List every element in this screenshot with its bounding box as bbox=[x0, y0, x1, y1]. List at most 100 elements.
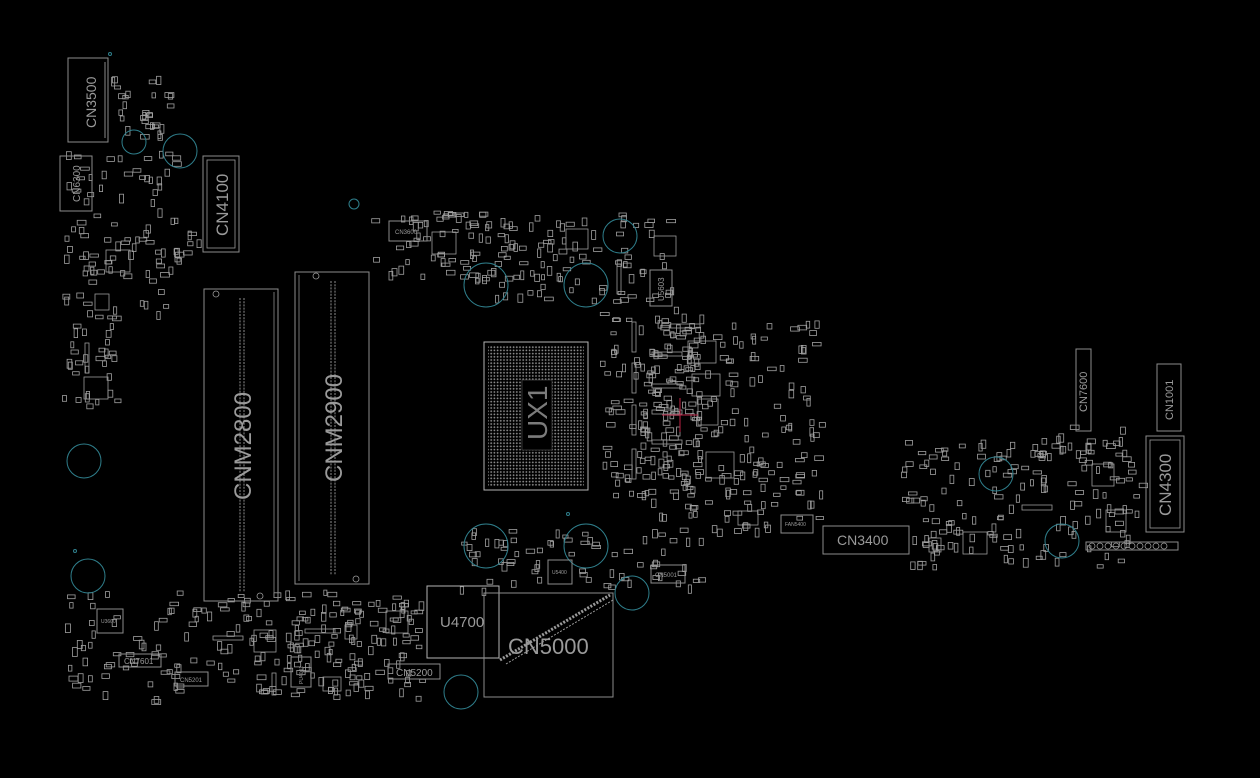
smd-passive bbox=[616, 259, 623, 267]
connector-cn6300[interactable]: CN6300 bbox=[59, 155, 93, 212]
cnm2900-label: CNM2900 bbox=[321, 374, 348, 482]
smd-passive bbox=[663, 330, 671, 336]
smd-passive bbox=[226, 631, 235, 637]
smd-passive bbox=[120, 270, 126, 277]
chip-pu4001[interactable]: PU4001 bbox=[290, 656, 312, 688]
smd-passive bbox=[159, 272, 170, 278]
smd-passive bbox=[164, 92, 175, 98]
smd-passive bbox=[599, 311, 610, 316]
smd-passive bbox=[510, 537, 518, 544]
smd-passive bbox=[718, 465, 725, 472]
connector-cn5201[interactable]: CN5201 bbox=[174, 671, 209, 687]
connector-cn5001[interactable]: CN5001 bbox=[650, 564, 686, 584]
smd-passive bbox=[713, 334, 723, 340]
smd-passive bbox=[612, 317, 620, 322]
smd-passive bbox=[800, 386, 806, 394]
chip-u5400[interactable]: U5400 bbox=[547, 559, 573, 585]
smd-passive bbox=[201, 607, 207, 614]
connector-fan5400[interactable]: FAN5400 bbox=[780, 514, 814, 534]
smd-passive bbox=[669, 376, 677, 382]
smd-passive bbox=[985, 469, 991, 478]
smd-passive bbox=[349, 653, 356, 661]
chip-u5603[interactable]: U5603 bbox=[649, 269, 673, 307]
smd-passive bbox=[581, 217, 588, 227]
smd-passive bbox=[700, 335, 706, 344]
smd-passive bbox=[113, 615, 121, 620]
smd-passive bbox=[470, 223, 480, 228]
smd-passive bbox=[1134, 510, 1140, 519]
smd-passive bbox=[64, 254, 70, 264]
smd-passive bbox=[1006, 448, 1012, 458]
smd-passive bbox=[682, 355, 691, 360]
smd-passive bbox=[664, 343, 672, 350]
smd-passive bbox=[166, 669, 173, 675]
smd-passive bbox=[747, 453, 752, 464]
smd-passive bbox=[418, 601, 425, 611]
smd-passive bbox=[1128, 469, 1137, 475]
connector-cn3600[interactable]: CN3600 bbox=[388, 220, 428, 242]
connector-cn7600[interactable]: CN7600 bbox=[1075, 348, 1092, 432]
smd-passive bbox=[1075, 450, 1081, 459]
smd-passive bbox=[651, 498, 657, 508]
connector-cn3500[interactable]: CN3500 bbox=[67, 57, 109, 143]
smd-passive bbox=[143, 230, 149, 238]
smd-passive bbox=[568, 551, 575, 557]
cn3400-label: CN3400 bbox=[837, 532, 889, 548]
smd-passive bbox=[809, 330, 817, 336]
smd-passive bbox=[176, 590, 184, 596]
connector-cn7601[interactable]: CN7601 bbox=[118, 653, 162, 668]
connector-cn5000[interactable]: CN5000 bbox=[483, 592, 614, 698]
smd-passive bbox=[241, 601, 246, 612]
smd-passive bbox=[758, 375, 763, 383]
smd-passive bbox=[358, 679, 365, 688]
smd-passive bbox=[83, 251, 89, 260]
smd-passive bbox=[404, 682, 412, 688]
smd-passive bbox=[1054, 557, 1060, 567]
smd-passive bbox=[608, 584, 616, 590]
smd-passive bbox=[744, 434, 749, 443]
smd-passive bbox=[788, 422, 793, 432]
smd-passive bbox=[151, 124, 159, 129]
chip-u3600[interactable]: U3600 bbox=[96, 608, 124, 634]
cpu-ux1[interactable]: UX1 bbox=[483, 341, 589, 491]
smd-passive bbox=[1058, 433, 1065, 443]
smd-passive bbox=[657, 320, 663, 329]
smd-passive bbox=[472, 255, 477, 262]
smd-passive bbox=[544, 296, 554, 302]
connector-cn4300[interactable]: CN4300 bbox=[1145, 435, 1185, 533]
smd-passive bbox=[734, 470, 744, 476]
smd-passive bbox=[87, 192, 95, 198]
smd-passive bbox=[243, 614, 250, 622]
connector-cn1001[interactable]: CN1001 bbox=[1156, 363, 1182, 432]
smd-passive bbox=[289, 642, 294, 653]
smd-passive bbox=[610, 461, 618, 468]
chip-u4700[interactable]: U4700 bbox=[426, 585, 500, 659]
smd-passive bbox=[989, 533, 998, 538]
misc-chips bbox=[83, 228, 1127, 696]
smd-passive bbox=[175, 689, 185, 694]
smd-passive bbox=[365, 690, 370, 700]
smd-passive bbox=[579, 253, 587, 260]
smd-passive bbox=[1038, 455, 1046, 461]
smd-passive bbox=[80, 166, 90, 171]
smd-passive bbox=[174, 217, 179, 224]
connector-cn5200[interactable]: CN5200 bbox=[387, 663, 441, 680]
smd-passive bbox=[648, 229, 655, 238]
smd-passive bbox=[500, 217, 506, 228]
smd-passive bbox=[602, 461, 608, 470]
smd-passive bbox=[634, 357, 640, 366]
memory-slot-cnm2800[interactable]: CNM2800 bbox=[203, 288, 279, 602]
smd-passive bbox=[663, 410, 669, 421]
memory-slot-cnm2900[interactable]: CNM2900 bbox=[294, 271, 370, 585]
smd-passive bbox=[76, 219, 87, 226]
smd-passive bbox=[682, 329, 692, 335]
smd-passive bbox=[920, 496, 928, 502]
smd-passive bbox=[447, 211, 457, 218]
smd-passive bbox=[399, 652, 405, 662]
smd-passive bbox=[690, 365, 696, 372]
connector-cn4100[interactable]: CN4100 bbox=[202, 155, 240, 253]
connector-cn3400[interactable]: CN3400 bbox=[822, 525, 910, 555]
smd-passive bbox=[91, 630, 96, 639]
smd-passive bbox=[124, 237, 131, 242]
mounting-hole bbox=[614, 575, 650, 611]
